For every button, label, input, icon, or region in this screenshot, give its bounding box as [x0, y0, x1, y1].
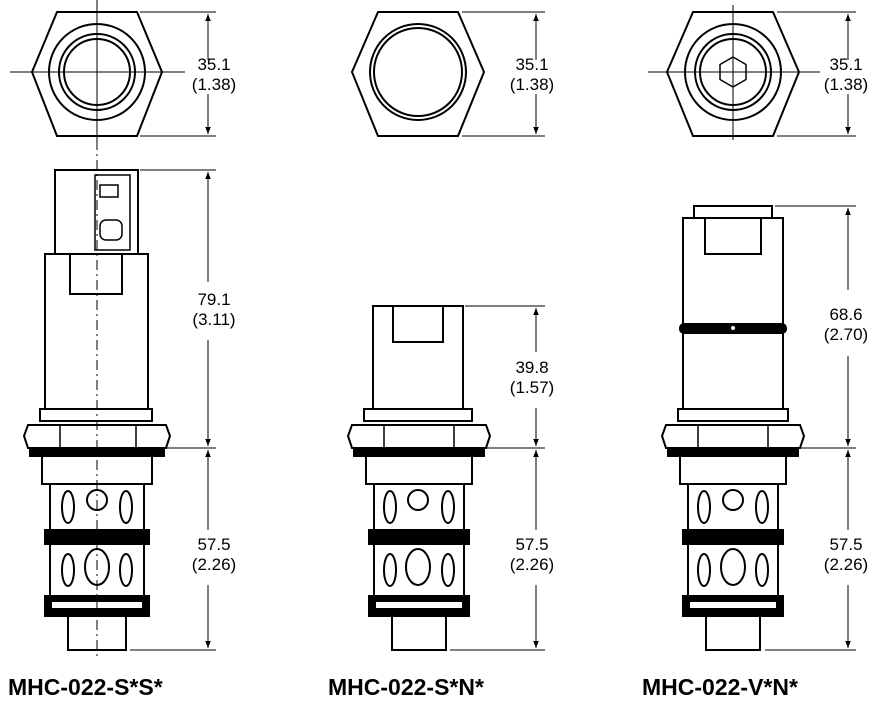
upper-length-mm-2: 39.8: [515, 358, 548, 377]
hex-dimension-3: [777, 11, 856, 137]
lower-length-mm-3: 57.5: [829, 535, 862, 554]
view-2: [346, 11, 545, 651]
lower-length-mm-1: 57.5: [197, 535, 230, 554]
caption-view-2: MHC-022-S*N*: [328, 674, 484, 700]
hex-width-in-2: (1.38): [510, 75, 554, 94]
view-1: [10, 0, 216, 660]
caption-view-1: MHC-022-S*S*: [8, 674, 163, 700]
lower-length-in-3: (2.26): [824, 555, 868, 574]
caption-view-3: MHC-022-V*N*: [642, 674, 798, 700]
top-view-3: [648, 5, 820, 140]
hex-dimension-1: [140, 11, 216, 137]
upper-length-in-3: (2.70): [824, 325, 868, 344]
hex-width-mm-3: 35.1: [829, 55, 862, 74]
dimension-labels: 35.1 (1.38) 79.1 (3.11) 57.5 (2.26) 35.1…: [192, 55, 868, 574]
side-view-2: [346, 305, 492, 651]
top-view-2: [350, 11, 486, 137]
hex-width-mm-1: 35.1: [197, 55, 230, 74]
length-dimensions-2: [450, 305, 545, 651]
top-view-1: [10, 0, 185, 145]
view-3: [648, 5, 856, 651]
side-view-3: [660, 205, 806, 651]
upper-length-in-1: (3.11): [192, 310, 235, 329]
lower-length-mm-2: 57.5: [515, 535, 548, 554]
side-view-1: [22, 140, 172, 660]
upper-length-mm-1: 79.1: [197, 290, 230, 309]
lower-length-in-2: (2.26): [510, 555, 554, 574]
upper-length-mm-3: 68.6: [829, 305, 862, 324]
hex-width-in-1: (1.38): [192, 75, 236, 94]
lower-length-in-1: (2.26): [192, 555, 236, 574]
hex-width-in-3: (1.38): [824, 75, 868, 94]
hex-width-mm-2: 35.1: [515, 55, 548, 74]
length-dimensions-3: [765, 205, 856, 651]
length-dimensions-1: [130, 169, 216, 651]
upper-length-in-2: (1.57): [510, 378, 554, 397]
hex-dimension-2: [462, 11, 545, 137]
